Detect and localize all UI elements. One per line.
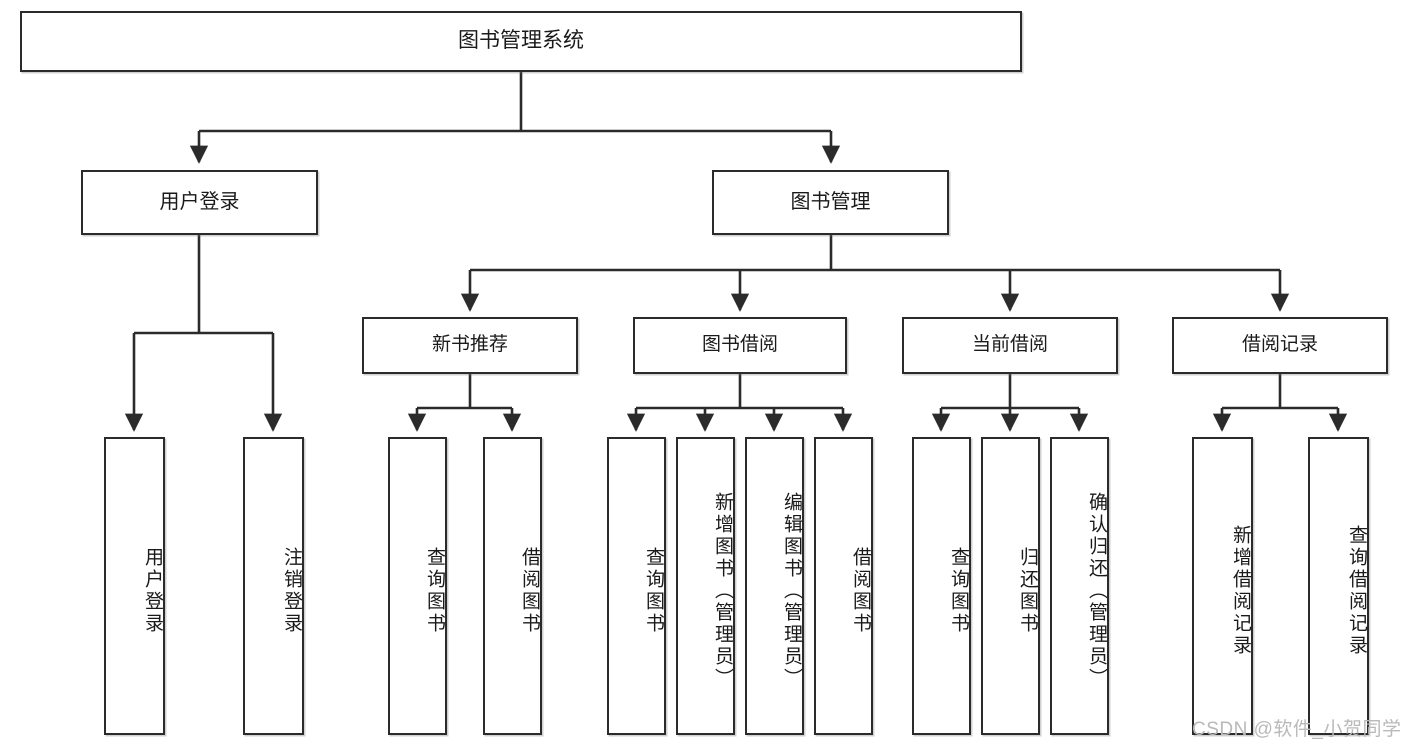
node-leaf-query-book-1-label: 查询图书 <box>424 547 445 635</box>
node-leaf-borrow-book-2-label: 借阅图书 <box>850 547 871 635</box>
node-leaf-borrow-book-1[interactable]: 借阅图书 <box>483 437 542 735</box>
node-leaf-logout-login[interactable]: 注销登录 <box>243 437 304 735</box>
node-leaf-add-record[interactable]: 新增借阅记录 <box>1192 437 1253 735</box>
node-leaf-borrow-book-1-label: 借阅图书 <box>519 547 540 635</box>
node-leaf-query-book-1[interactable]: 查询图书 <box>388 437 447 735</box>
node-leaf-add-book[interactable]: 新增图书（管理员） <box>676 437 735 735</box>
node-root[interactable]: 图书管理系统 <box>20 11 1022 72</box>
csdn-watermark: CSDN @软件_小贺同学 <box>1192 719 1402 740</box>
node-book-manage[interactable]: 图书管理 <box>712 170 949 235</box>
node-book-borrow-label: 图书借阅 <box>701 334 778 356</box>
node-current-borrow[interactable]: 当前借阅 <box>902 317 1118 374</box>
node-user-login-label: 用户登录 <box>159 190 240 213</box>
node-leaf-return-book[interactable]: 归还图书 <box>981 437 1040 735</box>
node-leaf-query-book-3[interactable]: 查询图书 <box>912 437 971 735</box>
node-leaf-confirm-return[interactable]: 确认归还（管理员） <box>1050 437 1109 735</box>
node-leaf-query-book-2-label: 查询图书 <box>643 547 664 635</box>
node-new-book-rec[interactable]: 新书推荐 <box>362 317 578 374</box>
node-leaf-return-book-label: 归还图书 <box>1017 547 1038 635</box>
node-new-book-rec-label: 新书推荐 <box>431 334 508 356</box>
node-leaf-add-record-label: 新增借阅记录 <box>1230 525 1251 657</box>
node-current-borrow-label: 当前借阅 <box>971 334 1048 356</box>
node-borrow-record-label: 借阅记录 <box>1241 334 1318 356</box>
node-leaf-query-book-3-label: 查询图书 <box>948 547 969 635</box>
node-book-manage-label: 图书管理 <box>790 190 871 213</box>
node-borrow-record[interactable]: 借阅记录 <box>1172 317 1388 374</box>
node-book-borrow[interactable]: 图书借阅 <box>633 317 847 374</box>
node-leaf-query-record[interactable]: 查询借阅记录 <box>1308 437 1369 735</box>
node-leaf-query-book-2[interactable]: 查询图书 <box>607 437 666 735</box>
node-leaf-borrow-book-2[interactable]: 借阅图书 <box>814 437 873 735</box>
node-leaf-add-book-label: 新增图书（管理员） <box>712 492 733 690</box>
node-leaf-query-record-label: 查询借阅记录 <box>1346 525 1367 657</box>
node-user-login[interactable]: 用户登录 <box>81 170 318 235</box>
node-leaf-user-login-label: 用户登录 <box>142 547 163 635</box>
node-leaf-confirm-return-label: 确认归还（管理员） <box>1086 492 1107 690</box>
node-leaf-edit-book-label: 编辑图书（管理员） <box>781 492 802 690</box>
node-leaf-logout-login-label: 注销登录 <box>281 547 302 635</box>
node-root-label: 图书管理系统 <box>458 29 584 53</box>
node-leaf-user-login[interactable]: 用户登录 <box>104 437 165 735</box>
node-leaf-edit-book[interactable]: 编辑图书（管理员） <box>745 437 804 735</box>
